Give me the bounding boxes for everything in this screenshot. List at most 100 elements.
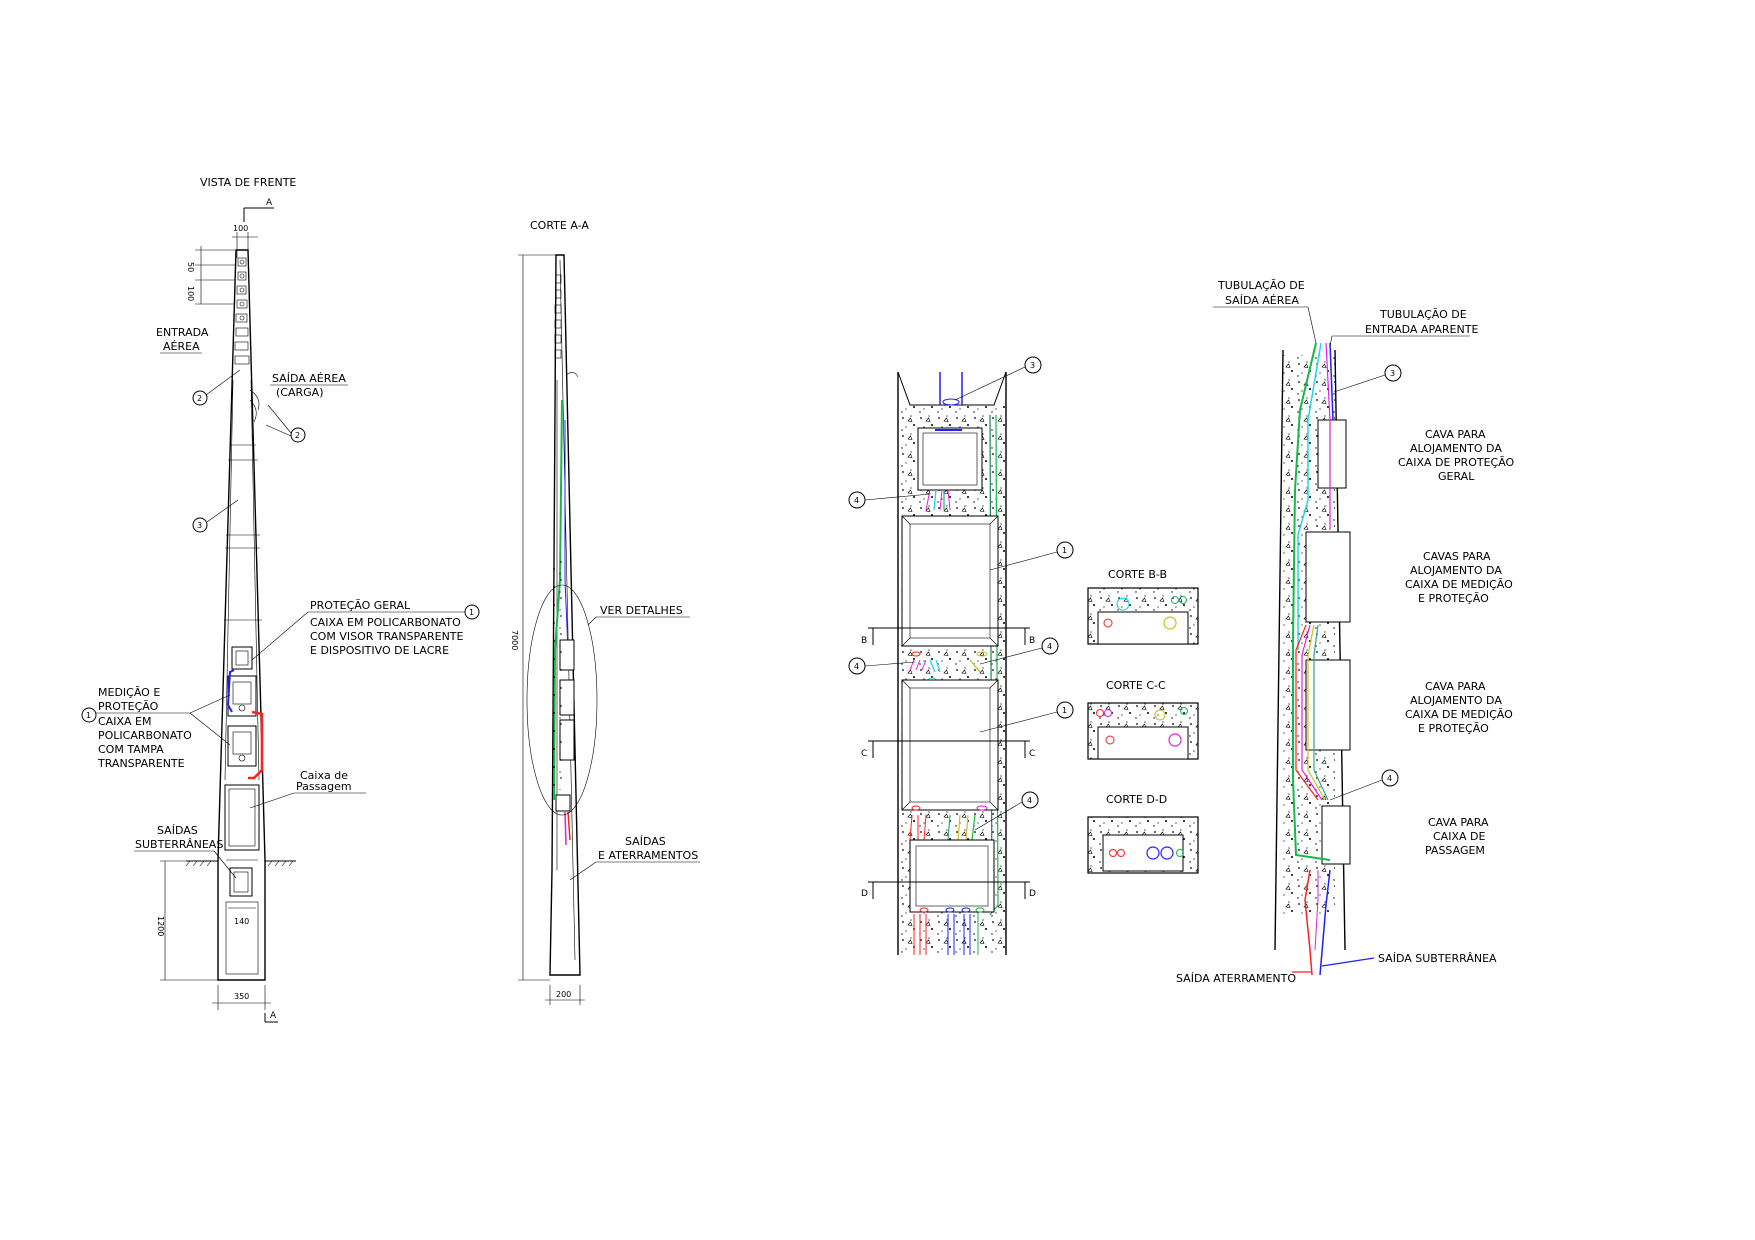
section-bb: CORTE B-B	[1087, 568, 1199, 645]
label-tub-saida-1: TUBULAÇÃO DE	[1217, 279, 1305, 292]
dim-top-width: 100	[233, 224, 248, 233]
section-mark-c-right: C	[1029, 749, 1035, 759]
front-pole-outline	[217, 249, 266, 981]
detail-side-view: TUBULAÇÃO DE SAÍDA AÉREA TUBULAÇÃO DE EN…	[1176, 279, 1515, 985]
svg-text:3: 3	[197, 521, 202, 530]
corte-aa-view: CORTE A-A 7000 VER DETALHES	[510, 219, 700, 1005]
side-cable-blue-bottom	[1319, 869, 1331, 976]
balloon-1-detail-a	[1056, 541, 1074, 559]
front-view-title: VISTA DE FRENTE	[200, 176, 296, 189]
label-cava-cp-3: PASSAGEM	[1425, 844, 1485, 857]
detail-bottom-cables-red	[913, 914, 927, 955]
balloon-4-detail-c	[1021, 791, 1039, 809]
svg-text:4: 4	[1027, 796, 1032, 805]
label-cava-mp-2: ALOJAMENTO DA	[1410, 694, 1502, 707]
label-medicao-4: POLICARBONATO	[98, 729, 192, 742]
corte-dd-title: CORTE D-D	[1106, 793, 1167, 806]
balloon-4-detail-b-right	[1041, 637, 1059, 655]
label-saidas-sub-1: SAÍDAS	[157, 824, 198, 837]
svg-text:2: 2	[197, 394, 202, 403]
cavity-medicao-1	[1305, 531, 1351, 623]
label-saidas-sub-2: SUBTERRÂNEAS	[135, 838, 223, 851]
label-cavas-mp-4: E PROTEÇÃO	[1418, 592, 1489, 605]
svg-text:2: 2	[295, 431, 300, 440]
front-wire-red	[248, 710, 264, 780]
section-mark-d-left: D	[861, 889, 868, 899]
section-dd: CORTE D-D	[1087, 793, 1199, 874]
dim-total-height: 7000	[510, 630, 519, 650]
label-saida-aerea-2: (CARGA)	[276, 386, 323, 399]
label-medicao-3: CAIXA EM	[98, 715, 151, 728]
front-wire-blue	[226, 669, 235, 713]
label-cava-pg-3: CAIXA DE PROTEÇÃO	[1398, 456, 1515, 469]
section-mark-b-left: B	[861, 636, 867, 646]
corte-aa-steps	[554, 274, 562, 359]
front-measurement-box-1	[227, 675, 257, 717]
label-saida-aterramento: SAÍDA ATERRAMENTO	[1176, 972, 1296, 985]
svg-text:1: 1	[1062, 546, 1067, 555]
balloon-1-left	[81, 707, 97, 723]
svg-text:3: 3	[1030, 361, 1035, 370]
label-entrada-aerea-1: ENTRADA	[156, 326, 209, 339]
balloon-2-right	[290, 427, 306, 443]
section-mark-d-right: D	[1029, 889, 1036, 899]
dim-base-width: 350	[234, 992, 249, 1001]
front-protection-box	[231, 646, 253, 670]
section-mark-a-top: A	[266, 198, 273, 208]
label-saida-aerea-1: SAÍDA AÉREA	[272, 372, 346, 385]
front-buried-box	[229, 867, 253, 897]
side-cable-green	[1292, 342, 1331, 861]
saida-aerea-conduits	[249, 389, 260, 423]
label-caixa-passagem-2: Passagem	[296, 780, 352, 793]
label-tub-saida-2: SAÍDA AÉREA	[1225, 294, 1299, 307]
front-pole-step-holes	[234, 257, 250, 365]
svg-text:4: 4	[854, 662, 859, 671]
detail-front-view: 3 4 1 B B	[848, 356, 1074, 955]
label-entrada-aerea-2: AÉREA	[163, 340, 200, 353]
label-protecao-geral: PROTEÇÃO GERAL	[310, 599, 411, 612]
corte-cc-title: CORTE C-C	[1106, 679, 1166, 692]
front-passage-box	[224, 784, 260, 851]
section-mark-c-left: C	[861, 749, 867, 759]
svg-text:4: 4	[1047, 642, 1052, 651]
svg-text:4: 4	[1387, 774, 1392, 783]
balloon-3-front	[192, 517, 208, 533]
label-tub-entrada-2: ENTRADA APARENTE	[1365, 323, 1478, 336]
section-mark-b-right: B	[1029, 636, 1035, 646]
corte-aa-title: CORTE A-A	[530, 219, 589, 232]
cavity-medicao-2	[1305, 659, 1351, 751]
label-saidas-aterr-1: SAÍDAS	[625, 835, 666, 848]
label-medicao-6: TRANSPARENTE	[97, 757, 185, 770]
front-measurement-box-2	[227, 725, 257, 767]
label-tub-entrada-1: TUBULAÇÃO DE	[1379, 308, 1467, 321]
front-view: VISTA DE FRENTE A 100 50 100	[81, 176, 480, 1023]
label-cava-pg-2: ALOJAMENTO DA	[1410, 442, 1502, 455]
dim-buried-depth: 1200	[156, 916, 165, 936]
detail-measurement-box-2	[901, 679, 999, 811]
label-cava-mp-4: E PROTEÇÃO	[1418, 722, 1489, 735]
svg-text:1: 1	[1062, 706, 1067, 715]
label-saidas-aterr-2: E ATERRAMENTOS	[598, 849, 698, 862]
dim-side-width: 200	[556, 990, 571, 999]
label-medicao-5: COM TAMPA	[98, 743, 164, 756]
cavity-passagem	[1321, 805, 1351, 865]
detail-protection-box	[917, 427, 983, 491]
dim-spacing-small: 50	[186, 262, 195, 272]
svg-text:3: 3	[1390, 369, 1395, 378]
label-cava-pg-1: CAVA PARA	[1425, 428, 1486, 441]
detail-measurement-box-1	[901, 515, 999, 647]
label-saida-subterranea: SAÍDA SUBTERRÂNEA	[1378, 952, 1497, 965]
label-medicao-1: MEDIÇÃO E	[98, 686, 160, 699]
label-cava-mp-3: CAIXA DE MEDIÇÃO	[1405, 708, 1513, 721]
detail-top-conduit	[939, 372, 963, 405]
side-cable-red-bottom	[1304, 869, 1313, 976]
detail-passage-box	[909, 839, 995, 913]
corte-aa-detail-ellipse	[526, 584, 598, 816]
section-cc: CORTE C-C	[1087, 679, 1199, 760]
label-cava-pg-4: GERAL	[1438, 470, 1475, 483]
label-cava-mp-1: CAVA PARA	[1425, 680, 1486, 693]
label-cavas-mp-3: CAIXA DE MEDIÇÃO	[1405, 578, 1513, 591]
svg-text:1: 1	[469, 608, 474, 617]
corte-bb-title: CORTE B-B	[1108, 568, 1167, 581]
